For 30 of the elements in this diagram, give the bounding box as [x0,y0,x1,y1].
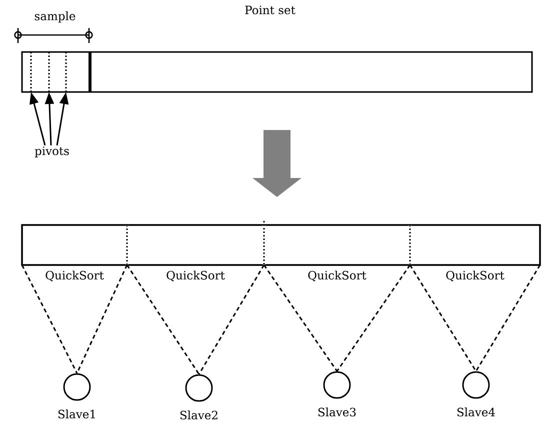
slave-circle [63,373,91,401]
slave-circle [462,371,490,399]
slave-circle [323,371,351,399]
text-label: pivots [34,146,69,158]
segment-label: QuickSort [46,270,104,282]
segment-label: QuickSort [166,270,225,282]
slave-label: Slave2 [180,410,218,420]
segment-box [126,224,265,266]
dashed-line [198,264,265,375]
segment-box [263,224,411,266]
dimension-label: sample [34,11,76,23]
pivot-line [65,52,67,92]
slave-label: Slave1 [58,410,95,418]
slave-label: Slave4 [457,408,495,416]
segment-label: QuickSort [446,270,504,282]
dashed-line [76,264,128,374]
pivot-line [48,52,50,92]
segment-box [409,224,541,266]
node-label: Point set [245,6,296,14]
dashed-line [263,264,338,372]
pivot-line [30,52,32,92]
dashed-line [409,264,477,372]
slave-label: Slave3 [318,408,356,416]
dashed-line [126,264,200,375]
slave-circle [185,374,213,402]
dashed-line [21,264,78,374]
segment-label: QuickSort [308,270,366,282]
dashed-line [336,264,411,372]
dashed-line [475,264,541,372]
segment-box [21,224,128,266]
